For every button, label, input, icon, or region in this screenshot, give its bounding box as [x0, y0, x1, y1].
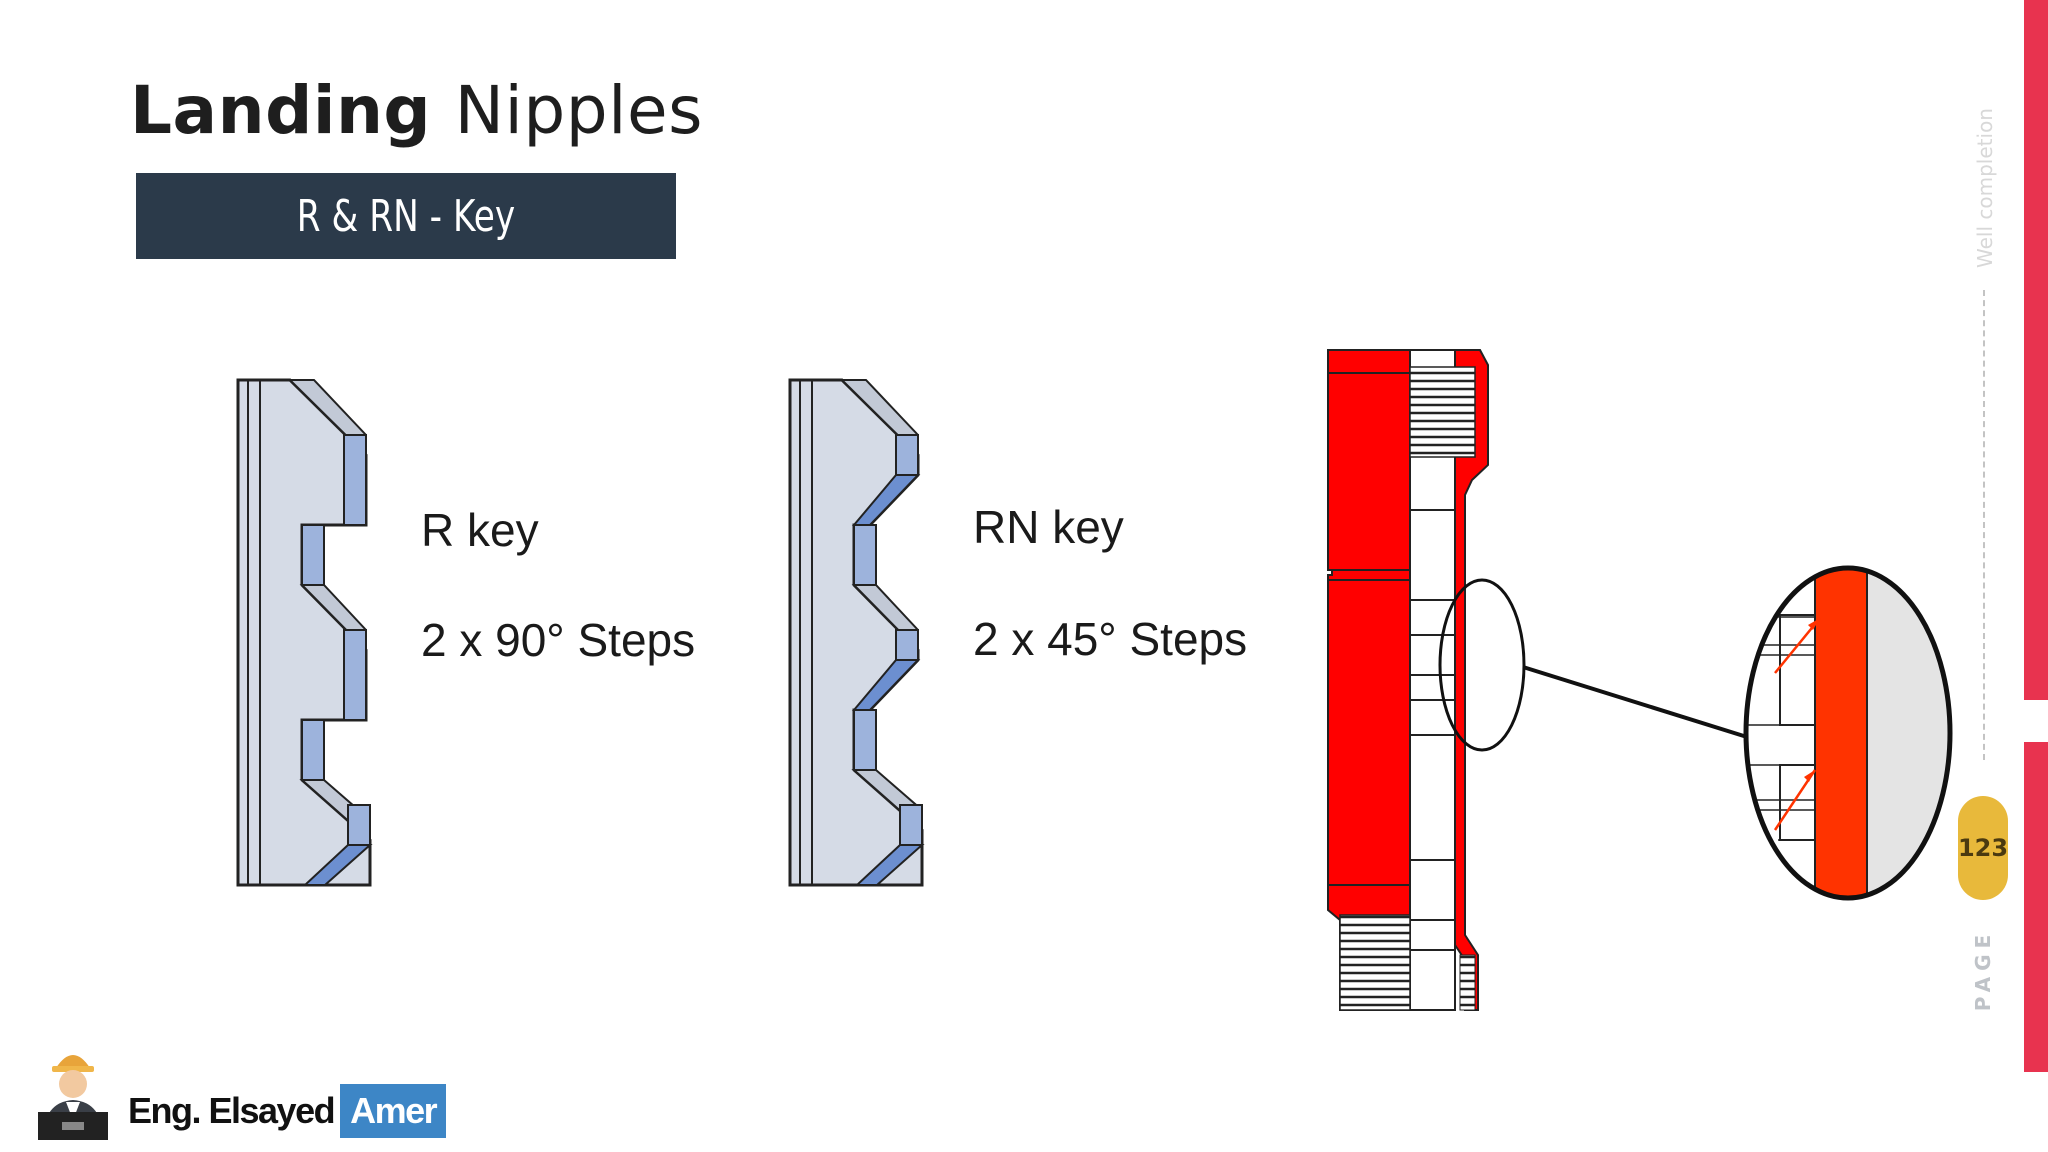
page-title: Landing Nipples [130, 78, 703, 144]
engineer-avatar-icon [38, 1055, 108, 1140]
rn-key-drawing [788, 378, 925, 887]
sidebar-dashed-line [1983, 290, 1985, 760]
subtitle-bar: R & RN - Key [136, 173, 676, 259]
r-key-drawing [236, 378, 373, 887]
page-number-badge: 123 [1958, 796, 2008, 900]
r-key-label: R key [421, 504, 539, 556]
author-credit: Eng. Elsayed Amer [128, 1084, 447, 1138]
landing-nipple-drawing [1327, 349, 1953, 1011]
page-number: 123 [1957, 834, 2009, 862]
section-label: Well completion [1970, 105, 2000, 270]
author-name: Eng. Elsayed [128, 1090, 336, 1131]
rn-key-label: RN key [973, 501, 1124, 553]
title-bold: Landing [130, 72, 432, 149]
author-highlight: Amer [340, 1084, 447, 1138]
rn-key-steps: 2 x 45° Steps [973, 613, 1248, 665]
subtitle-text: R & RN - Key [296, 190, 516, 242]
page-label: PAGE [1968, 925, 1998, 1015]
title-light: Nipples [454, 72, 703, 149]
page-label-text: PAGE [1971, 928, 1996, 1012]
sidebar-accent-top [2024, 0, 2048, 700]
sidebar-accent-bottom [2024, 742, 2048, 1072]
r-key-steps: 2 x 90° Steps [421, 614, 696, 666]
section-label-text: Well completion [1973, 107, 1997, 268]
